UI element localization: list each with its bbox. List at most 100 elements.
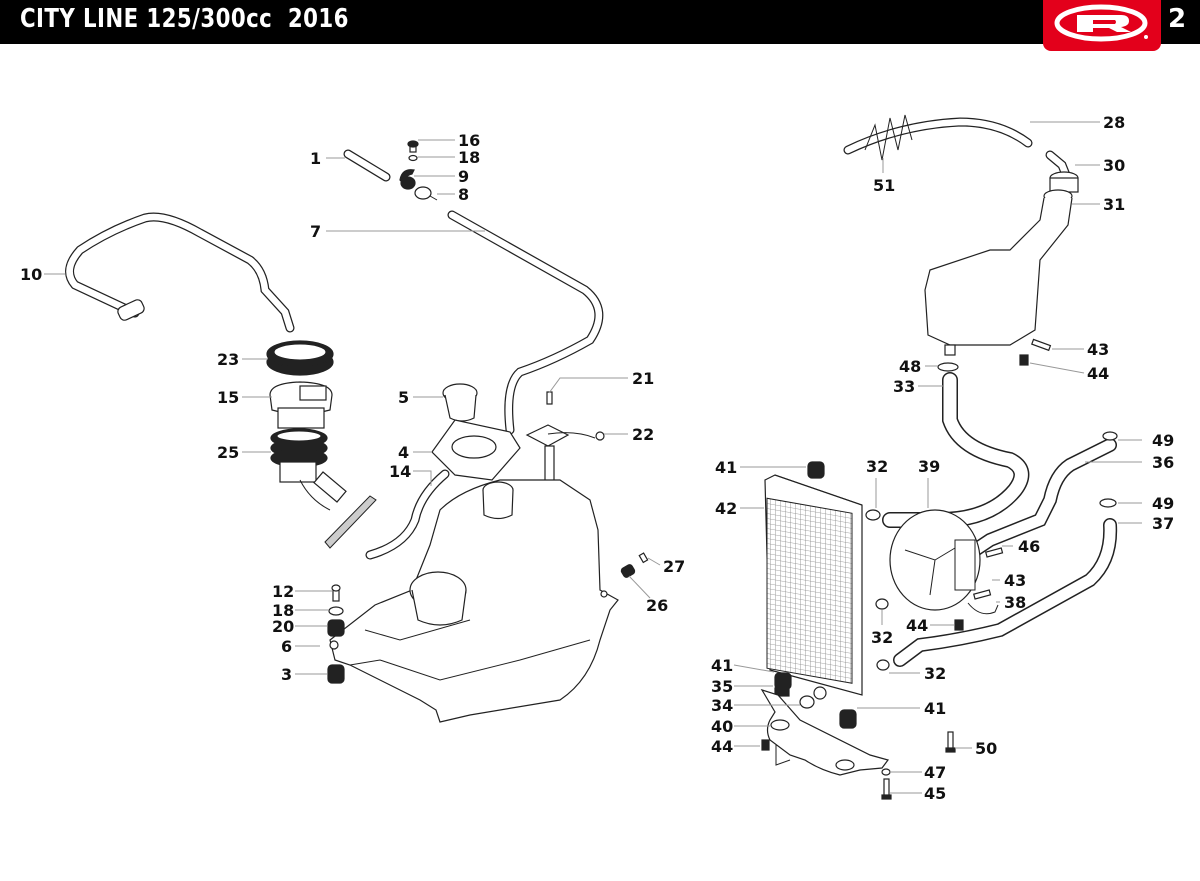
callout-16: 16	[458, 131, 480, 150]
callout-41-c: 41	[924, 699, 946, 718]
part-50-bolt	[945, 731, 956, 753]
brand-logo	[1043, 0, 1161, 51]
part-1-tube	[343, 149, 391, 182]
fuel-filter	[299, 471, 377, 549]
callout-41: 41	[715, 458, 737, 477]
part-38-wire	[967, 602, 999, 615]
part-41-grommet-b	[774, 672, 792, 690]
callout-32: 32	[866, 457, 888, 476]
part-3-grommet	[327, 664, 345, 684]
part-44-nut-a	[1019, 354, 1029, 366]
part-40-bracket	[760, 688, 890, 776]
part-10-hose	[65, 212, 295, 333]
callout-36: 36	[1152, 453, 1174, 472]
callout-51: 51	[873, 176, 895, 195]
part-39-fan	[889, 509, 981, 611]
part-5-filler-cap	[442, 383, 478, 422]
page-title: CITY LINE 125/300cc 2016	[20, 4, 349, 34]
callout-49: 49	[1152, 431, 1174, 450]
part-36-hose	[953, 438, 1117, 567]
callout-49-b: 49	[1152, 494, 1174, 513]
callout-3: 3	[281, 665, 292, 684]
callout-39: 39	[918, 457, 940, 476]
callout-38: 38	[1004, 593, 1026, 612]
callout-28: 28	[1103, 113, 1125, 132]
callout-32-b: 32	[871, 628, 893, 647]
callout-43: 43	[1087, 340, 1109, 359]
part-45-bolt	[881, 778, 892, 800]
part-4-filler-neck	[431, 419, 521, 481]
callout-14: 14	[389, 462, 411, 481]
part-7-hose	[447, 210, 604, 435]
callout-45: 45	[924, 784, 946, 803]
callout-48: 48	[899, 357, 921, 376]
part-20-grommet	[327, 619, 345, 637]
callout-42: 42	[715, 499, 737, 518]
callout-21: 21	[632, 369, 654, 388]
leader-lines	[44, 121, 1142, 794]
part-28-hose	[843, 117, 1033, 155]
part-46-screw	[985, 547, 1004, 558]
callout-31: 31	[1103, 195, 1125, 214]
callout-44-b: 44	[906, 616, 928, 635]
part-18-washer	[408, 154, 418, 162]
callout-10: 10	[20, 265, 42, 284]
callout-23: 23	[217, 350, 239, 369]
callout-35: 35	[711, 677, 733, 696]
callout-33: 33	[893, 377, 915, 396]
callout-41-b: 41	[711, 656, 733, 675]
callout-46: 46	[1018, 537, 1040, 556]
part-41-grommet-c	[839, 709, 857, 729]
part-15-fuel-pump	[269, 381, 333, 429]
callout-30: 30	[1103, 156, 1125, 175]
callout-8: 8	[458, 185, 469, 204]
part-49-clamp-a	[1102, 431, 1118, 441]
callout-50: 50	[975, 739, 997, 758]
part-44-nut-b	[954, 619, 964, 631]
part-43-screw-a	[1031, 338, 1052, 352]
header-bar: CITY LINE 125/300cc 2016	[0, 0, 1200, 44]
part-33-hose	[882, 372, 1030, 528]
part-49-clamp-b	[1099, 498, 1117, 508]
part-23-locking-ring	[266, 340, 334, 376]
part-9-clamp	[399, 169, 416, 190]
part-8-valve	[414, 186, 438, 201]
part-44-nut-c	[761, 739, 770, 751]
fuel-tank	[329, 479, 619, 723]
part-32-clamp-b	[875, 598, 889, 610]
part-35-grommet	[774, 687, 790, 697]
part-42-radiator	[764, 474, 863, 696]
callout-27: 27	[663, 557, 685, 576]
callout-12: 12	[272, 582, 294, 601]
part-37-hose	[893, 518, 1118, 667]
callout-22: 22	[632, 425, 654, 444]
part-21-screw	[546, 391, 553, 405]
callout-34: 34	[711, 696, 733, 715]
callout-15: 15	[217, 388, 239, 407]
callout-9: 9	[458, 167, 469, 186]
part-41-grommet-a	[807, 461, 825, 479]
part-51-spring	[864, 114, 913, 161]
callout-18-b: 18	[272, 601, 294, 620]
rieju-logo-icon	[1054, 4, 1148, 42]
callout-6: 6	[281, 637, 292, 656]
part-30-cap	[1045, 150, 1079, 193]
part-43-screw-b	[973, 589, 992, 600]
part-18-washer-b	[328, 606, 344, 616]
callout-20: 20	[272, 617, 294, 636]
callout-43-b: 43	[1004, 571, 1026, 590]
callout-4: 4	[398, 443, 409, 462]
part-25-gasket	[270, 428, 328, 483]
part-31-expansion-tank	[924, 189, 1073, 356]
part-32-clamp-a	[865, 509, 881, 521]
part-26-cap	[620, 564, 636, 578]
part-32-clamp-c	[876, 659, 890, 671]
callout-18: 18	[458, 148, 480, 167]
part-48-clamp	[937, 362, 959, 372]
callout-7: 7	[310, 222, 321, 241]
callout-44: 44	[1087, 364, 1109, 383]
callout-44-c: 44	[711, 737, 733, 756]
callout-40: 40	[711, 717, 733, 736]
callout-32-c: 32	[924, 664, 946, 683]
